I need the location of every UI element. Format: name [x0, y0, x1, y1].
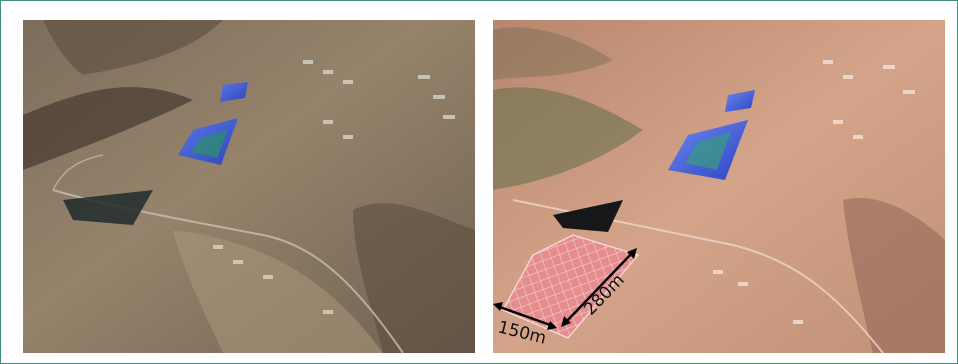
mountain-ridge-dark: [23, 87, 193, 170]
aerial-photo-left-svg: [23, 20, 475, 353]
pond-dark-area: [63, 190, 153, 225]
aerial-photo-right: 150m 280m: [493, 20, 945, 353]
solar-farm-right: [668, 90, 755, 180]
village-buildings: [713, 60, 915, 324]
mountain-east: [843, 198, 945, 353]
valley-light: [173, 230, 383, 353]
aerial-photo-left: [23, 20, 475, 353]
mountain-ridge-east: [353, 203, 475, 353]
proposed-grid-area: [501, 234, 640, 339]
width-measure-arrow: [493, 302, 557, 330]
green-slope-2: [493, 27, 613, 80]
pond-dark-area: [553, 200, 623, 232]
road-branch: [52, 154, 104, 191]
green-slope: [493, 87, 643, 190]
length-measure-arrow: [561, 248, 637, 327]
mountain-ridge-dark-2: [43, 20, 223, 75]
solar-farm-left: [178, 82, 248, 165]
village-buildings: [213, 60, 455, 314]
aerial-photo-right-svg: 150m 280m: [493, 20, 945, 353]
